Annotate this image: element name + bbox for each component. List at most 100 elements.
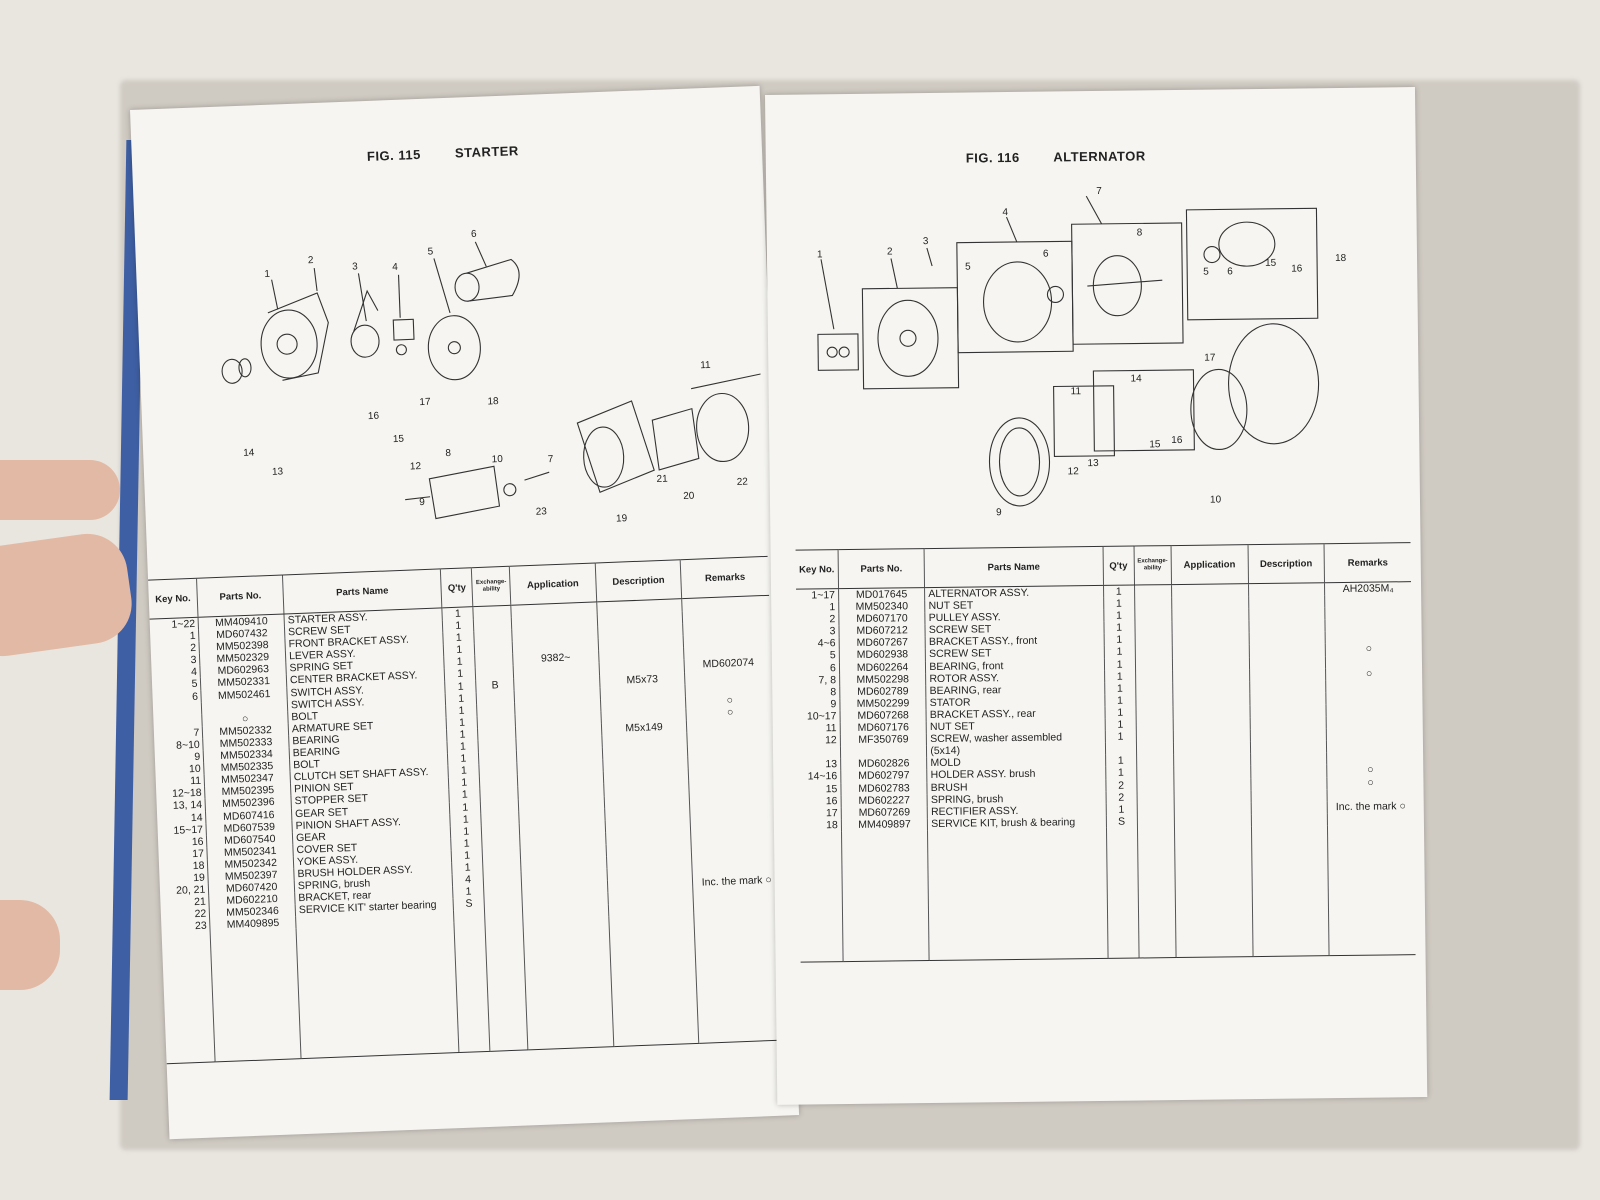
svg-text:2: 2 <box>887 246 893 257</box>
cell-key-no: 4~6 <box>817 637 836 650</box>
svg-text:20: 20 <box>683 491 695 502</box>
cell-exchange <box>1135 705 1174 719</box>
svg-text:3: 3 <box>923 236 929 247</box>
cell-qty: 1 <box>1104 730 1137 744</box>
svg-text:5: 5 <box>965 261 971 272</box>
cell-remarks <box>1326 715 1413 729</box>
finger <box>0 900 60 990</box>
hand <box>0 528 137 662</box>
col-header-application: Application <box>509 562 597 606</box>
cell-exchange <box>1135 730 1174 743</box>
cell-application <box>1174 801 1251 815</box>
cell-parts-no: MM502299 <box>839 696 927 711</box>
svg-text:16: 16 <box>1171 435 1183 446</box>
right-page: FIG. 116 ALTERNATOR 1 2 3 4 5 6 <box>765 87 1428 1105</box>
cell-parts-no: MD017645 <box>838 587 925 602</box>
cell-exchange <box>1134 645 1173 659</box>
left-page: FIG. 115 STARTER <box>130 85 800 1140</box>
cell-remarks <box>1326 751 1414 765</box>
fig-116-heading: FIG. 116 ALTERNATOR <box>966 148 1146 165</box>
cell-application <box>1172 656 1250 670</box>
cell-remarks <box>1325 690 1413 705</box>
cell-key-no: 10~17 <box>806 710 837 723</box>
svg-text:11: 11 <box>700 360 711 371</box>
cell-qty: S <box>1106 815 1138 828</box>
cell-qty: 1 <box>1104 706 1136 719</box>
col-header-description: Description <box>594 559 682 602</box>
svg-text:23: 23 <box>536 506 548 517</box>
cell-parts-no: MD602826 <box>840 757 928 771</box>
fig-116-title: ALTERNATOR <box>1053 148 1146 165</box>
cell-key-no: 2 <box>829 613 836 626</box>
svg-text:11: 11 <box>1071 386 1082 397</box>
cell-description <box>1248 595 1325 609</box>
cell-remarks <box>1325 630 1412 644</box>
cell-exchange <box>1136 766 1174 780</box>
cell-parts-no: MD607176 <box>840 721 927 735</box>
cell-application <box>1173 753 1251 767</box>
cell-description <box>1248 655 1326 669</box>
cell-description <box>1248 607 1326 621</box>
cell-qty: 2 <box>1105 791 1137 804</box>
starter-exploded-diagram: 1 2 3 4 5 6 7 8 9 10 10 11 12 13 14 15 1… <box>221 229 766 545</box>
svg-text:5: 5 <box>427 246 433 257</box>
svg-text:9: 9 <box>996 507 1002 518</box>
cell-remarks: AH2035M₄ <box>1324 581 1412 596</box>
cell-remarks: ○ <box>1326 763 1414 777</box>
cell-key-no: 6 <box>829 661 836 674</box>
alternator-exploded-diagram: 1 2 3 4 5 6 7 8 5 6 15 16 18 9 10 11 12 … <box>817 186 1347 518</box>
cell-parts-no: MD602797 <box>840 769 928 783</box>
cell-remarks <box>1325 678 1413 693</box>
svg-text:8: 8 <box>1137 227 1143 238</box>
svg-text:15: 15 <box>1265 258 1277 269</box>
cell-qty: 1 <box>1105 766 1137 780</box>
svg-text:13: 13 <box>272 466 284 477</box>
cell-exchange <box>1135 669 1173 683</box>
svg-text:6: 6 <box>1227 266 1233 277</box>
svg-text:10: 10 <box>547 534 559 545</box>
col-header-application: Application <box>1170 544 1249 585</box>
cell-qty: 1 <box>1105 754 1137 768</box>
table-blank-area <box>161 910 787 1065</box>
cell-key-no: 5 <box>829 649 836 662</box>
svg-text:17: 17 <box>1204 353 1216 364</box>
cell-key-no: 23 <box>194 920 207 933</box>
cell-application <box>1171 583 1249 598</box>
svg-text:8: 8 <box>445 448 451 459</box>
col-header-remarks: Remarks <box>1324 542 1411 583</box>
cell-description <box>1250 752 1327 766</box>
cell-exchange <box>1134 584 1172 598</box>
cell-key-no: 7, 8 <box>818 673 837 687</box>
cell-exchange <box>1134 609 1172 622</box>
cell-application <box>1173 777 1251 791</box>
cell-application <box>1172 692 1250 706</box>
starter-parts-table: Key No. Parts No. Parts Name Q'ty Exchan… <box>148 556 787 1065</box>
cell-exchange <box>1135 681 1173 695</box>
cell-exchange <box>1136 778 1174 792</box>
cell-remarks <box>1327 787 1414 801</box>
cell-remarks <box>1324 594 1412 608</box>
thumb <box>0 460 120 520</box>
cell-parts-no: MD607212 <box>838 624 926 638</box>
col-header-qty: Q'ty <box>1102 546 1135 586</box>
cell-key-no: 13 <box>825 758 838 771</box>
svg-text:15: 15 <box>393 434 405 445</box>
svg-text:1: 1 <box>817 249 823 260</box>
cell-remarks <box>1326 739 1414 753</box>
col-header-exchange: Exchange-ability <box>471 566 511 607</box>
cell-application <box>1173 789 1251 803</box>
cell-description <box>1249 679 1326 693</box>
cell-description <box>1250 800 1328 814</box>
cell-parts-no: MD602938 <box>839 648 926 662</box>
svg-text:10: 10 <box>491 454 503 465</box>
col-header-qty: Q'ty <box>440 567 474 608</box>
cell-remarks: ○ <box>1327 775 1414 789</box>
svg-text:5: 5 <box>1203 267 1209 278</box>
cell-application <box>1172 680 1250 694</box>
cell-remarks <box>1326 727 1413 741</box>
cell-qty: 1 <box>1104 682 1136 695</box>
svg-text:14: 14 <box>1130 373 1142 384</box>
fig-116-label: FIG. 116 <box>965 149 1020 166</box>
svg-text:9: 9 <box>419 497 425 508</box>
cell-exchange <box>1134 621 1173 634</box>
